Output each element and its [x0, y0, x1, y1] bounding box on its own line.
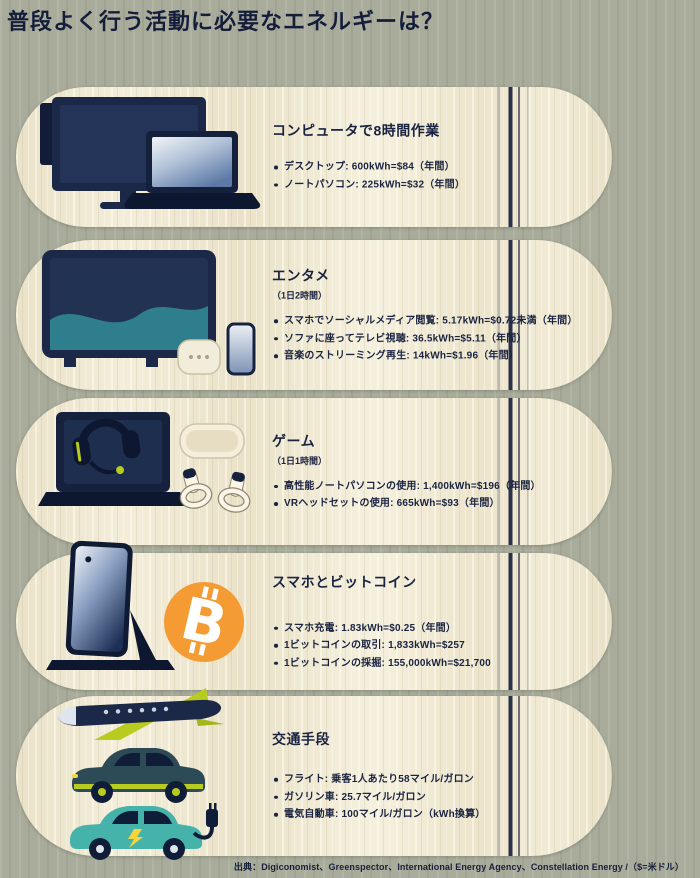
gaming-laptop-vr-icon [38, 411, 251, 513]
card-entertainment: エンタメ （1日2時間） スマホでソーシャルメディア閲覧: 5.17kWh=$0… [16, 240, 612, 390]
energy-item: スマホでソーシャルメディア閲覧: 5.17kWh=$0.72未満（年間） [272, 312, 590, 330]
card-subtitle: （1日1時間） [272, 455, 328, 466]
card-heading: コンピュータで8時間作業 [272, 122, 440, 139]
card-heading: エンタメ [272, 267, 330, 284]
energy-item: VRヘッドセットの使用: 665kWh=$93（年間） [272, 495, 590, 513]
tv-speaker-phone-icon [42, 250, 256, 376]
plane-and-cars-icon [58, 688, 224, 860]
energy-item: ソファに座ってテレビ視聴: 36.5kWh=$5.11（年間） [272, 330, 590, 348]
bitcoin-illustration: B [28, 540, 268, 690]
desktop-and-laptop-icon [40, 97, 261, 209]
card-heading: スマホとビットコイン [272, 573, 417, 590]
energy-item: 高性能ノートパソコンの使用: 1,400kWh=$196（年間） [272, 478, 590, 496]
card-gaming: ゲーム （1日1時間） 高性能ノートパソコンの使用: 1,400kWh=$196… [16, 398, 612, 545]
energy-item: 1ビットコインの採掘: 155,000kWh=$21,700 [272, 654, 590, 672]
card-bitcoin: B スマホとビットコイン スマホ充電: 1.83kWh=$0.25（年間） 1ビ… [16, 540, 612, 690]
energy-item-list: デスクトップ: 600kWh=$84（年間） ノートパソコン: 225kWh=$… [272, 159, 590, 194]
card-heading: ゲーム [272, 432, 316, 449]
gaming-illustration [28, 398, 268, 545]
transport-illustration [28, 688, 268, 860]
energy-item: 電気自動車: 100マイル/ガロン（kWh換算） [272, 806, 590, 824]
energy-item: スマホ充電: 1.83kWh=$0.25（年間） [272, 619, 590, 637]
page-title: 普段よく行う活動に必要なエネルギーは？ [7, 9, 445, 35]
card-computer-work: コンピュータで8時間作業 デスクトップ: 600kWh=$84（年間） ノートパ… [16, 87, 612, 227]
energy-item-list: スマホでソーシャルメディア閲覧: 5.17kWh=$0.72未満（年間） ソファ… [272, 312, 590, 365]
energy-item: フライト: 乗客1人あたり58マイル/ガロン [272, 771, 590, 789]
computer-work-illustration [28, 87, 268, 227]
card-subtitle: （1日2時間） [272, 290, 328, 301]
energy-item: ガソリン車: 25.7マイル/ガロン [272, 788, 590, 806]
energy-item-list: 高性能ノートパソコンの使用: 1,400kWh=$196（年間） VRヘッドセッ… [272, 478, 590, 513]
energy-item-list: スマホ充電: 1.83kWh=$0.25（年間） 1ビットコインの取引: 1,8… [272, 619, 590, 672]
card-heading: 交通手段 [272, 730, 330, 747]
energy-item-list: フライト: 乗客1人あたり58マイル/ガロン ガソリン車: 25.7マイル/ガロ… [272, 771, 590, 824]
energy-item: 音楽のストリーミング再生: 14kWh=$1.96（年間） [272, 347, 590, 365]
source-attribution: 出典：Digiconomist、Greenspector、Internation… [233, 862, 684, 872]
energy-item: ノートパソコン: 225kWh=$32（年間） [272, 176, 590, 194]
phone-and-bitcoin-icon: B [46, 540, 244, 670]
entertainment-illustration [28, 240, 268, 390]
energy-item: デスクトップ: 600kWh=$84（年間） [272, 159, 590, 177]
card-transport: 交通手段 フライト: 乗客1人あたり58マイル/ガロン ガソリン車: 25.7マ… [16, 688, 612, 860]
energy-item: 1ビットコインの取引: 1,833kWh=$257 [272, 637, 590, 655]
